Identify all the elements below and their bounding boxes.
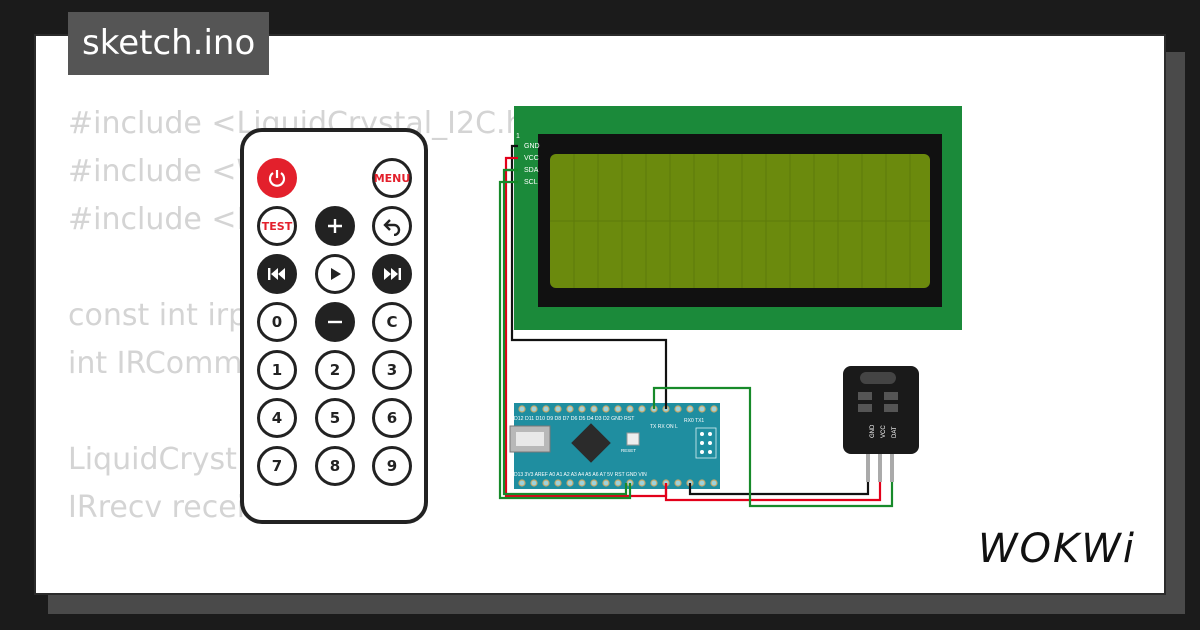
nano-top-label: D12 D11 D10 D9 D8 D7 D6 D5 D4 D3 D2 GND … <box>514 416 635 422</box>
ir-pin-label: VCC <box>881 425 887 438</box>
digit-6-button[interactable]: 6 <box>372 398 412 438</box>
lcd-pin-label: 1 <box>516 133 520 140</box>
digit-8-button[interactable]: 8 <box>315 446 355 486</box>
fast-forward-icon <box>384 268 401 280</box>
digit-5-button[interactable]: 5 <box>315 398 355 438</box>
code-line: int IRComm <box>68 346 243 381</box>
digit-4-button[interactable]: 4 <box>257 398 297 438</box>
clear-button[interactable]: C <box>372 302 412 342</box>
mcu-chip <box>571 423 611 463</box>
lcd-pin-label: SCL <box>524 179 538 186</box>
menu-button[interactable]: MENU <box>372 158 412 198</box>
digit-2-button[interactable]: 2 <box>315 350 355 390</box>
nano-pin-row-bottom <box>518 479 718 487</box>
code-line: #include <W <box>68 154 267 189</box>
ir-remote: MENU TEST 0 C 1 2 3 4 5 6 7 8 9 <box>240 128 428 524</box>
arduino-nano[interactable]: D12 D11 D10 D9 D8 D7 D6 D5 D4 D3 D2 GND … <box>509 403 720 489</box>
back-button[interactable] <box>372 206 412 246</box>
wire-sda-lcd <box>502 168 628 496</box>
power-button[interactable] <box>257 158 297 198</box>
usb-port <box>516 432 544 446</box>
wire-gnd-lcd <box>510 144 668 409</box>
lcd-char-grid <box>550 154 930 288</box>
fast-forward-button[interactable] <box>372 254 412 294</box>
ir-sensor-dome <box>860 372 896 384</box>
reset-label: RESET <box>621 448 636 453</box>
reset-button <box>626 432 640 446</box>
test-button[interactable]: TEST <box>257 206 297 246</box>
nano-pin-row-top <box>518 405 718 413</box>
ir-pin-label: GND <box>870 424 876 438</box>
digit-1-button[interactable]: 1 <box>257 350 297 390</box>
wire-gnd-ir <box>688 482 870 496</box>
lcd-module[interactable]: 1 GND VCC SDA SCL <box>514 106 962 330</box>
ir-pin-label: DAT <box>892 426 898 438</box>
wire-vcc-ir <box>664 482 882 502</box>
wokwi-logo: WOKWi <box>978 526 1136 572</box>
play-button[interactable] <box>315 254 355 294</box>
file-tab[interactable]: sketch.ino <box>68 12 270 75</box>
play-icon <box>331 268 341 280</box>
lcd-pin-label: VCC <box>524 155 539 162</box>
nano-bottom-label: D13 3V3 AREF A0 A1 A2 A3 A4 A5 A6 A7 5V … <box>514 472 647 478</box>
nano-side-label: TX RX ON L <box>650 424 678 430</box>
plus-icon <box>328 219 342 233</box>
digit-3-button[interactable]: 3 <box>372 350 412 390</box>
wires <box>498 144 894 508</box>
code-line: IRrecv recei <box>68 490 246 525</box>
minus-button[interactable] <box>315 302 355 342</box>
minus-icon <box>328 320 342 324</box>
nano-rx-tx-label: RX0 TX1 <box>684 418 704 424</box>
digit-7-button[interactable]: 7 <box>257 446 297 486</box>
power-icon <box>268 170 286 187</box>
wire-scl-lcd <box>498 180 632 500</box>
plus-button[interactable] <box>315 206 355 246</box>
icsp-header <box>695 427 717 459</box>
rewind-button[interactable] <box>257 254 297 294</box>
back-icon <box>383 219 401 236</box>
wire-data-ir <box>652 386 894 508</box>
digit-0-button[interactable]: 0 <box>257 302 297 342</box>
rewind-icon <box>268 268 285 280</box>
ir-board <box>843 366 919 454</box>
lcd-pin-label: SDA <box>524 167 539 174</box>
lcd-pin-label: GND <box>524 143 540 150</box>
ir-receiver-module[interactable]: GND VCC DAT <box>843 366 919 482</box>
digit-9-button[interactable]: 9 <box>372 446 412 486</box>
